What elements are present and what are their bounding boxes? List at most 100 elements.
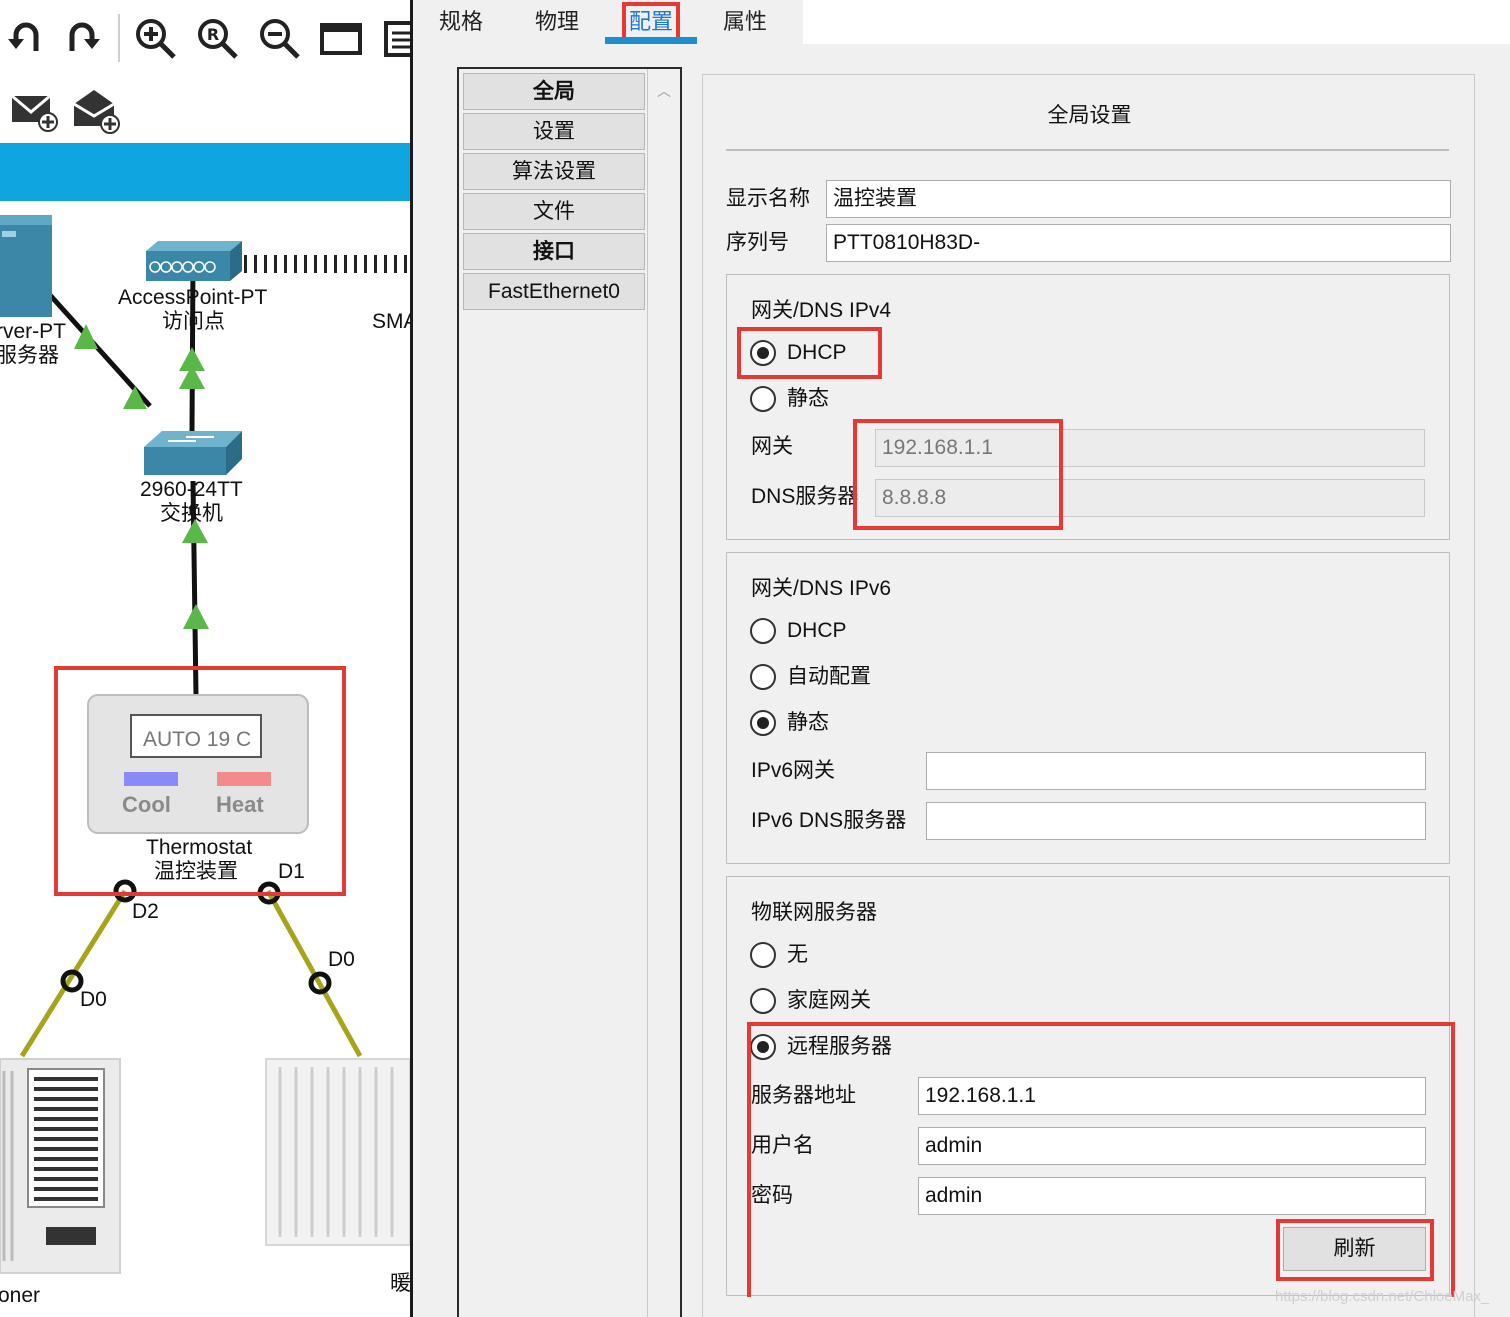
smartphone-label: SMA [372, 310, 410, 333]
tab-specs[interactable]: 规格 [439, 9, 484, 34]
switch-sublabel: 交换机 [160, 502, 223, 525]
ipv4-dhcp-radio[interactable] [750, 340, 776, 366]
air-conditioner-label: oner [0, 1284, 41, 1307]
palette-icon[interactable] [376, 10, 410, 66]
switch-label: 2960-24TT [140, 478, 243, 501]
thermostat-highlight [54, 666, 346, 896]
thermostat-sublabel: 温控装置 [154, 860, 238, 883]
refresh-button[interactable]: 刷新 [1283, 1227, 1426, 1271]
port-label-d1: D1 [278, 860, 305, 883]
zoom-in-icon[interactable] [130, 10, 180, 66]
ipv4-group: 网关/DNS IPv4 DHCP 静态 网关 192.168.1.1 DNS服务… [726, 274, 1450, 540]
ipv6-auto-label[interactable]: 自动配置 [787, 665, 871, 688]
watermark: https://blog.csdn.net/ChloeMax_ [1275, 1288, 1490, 1305]
panel-title: 全局设置 [1047, 104, 1132, 127]
scroll-up-icon[interactable]: ︿ [657, 83, 671, 99]
refresh-highlight [1276, 1219, 1434, 1281]
switch-device [144, 431, 242, 475]
sidenav-scrollbar[interactable] [647, 69, 680, 1317]
topology-canvas[interactable] [0, 201, 410, 1317]
iot-remote-server-radio[interactable] [750, 1034, 776, 1060]
global-settings-panel: 全局设置 显示名称 温控装置 序列号 PTT0810H83D- 网关/DNS I… [702, 74, 1475, 1317]
serial-field[interactable]: PTT0810H83D- [826, 224, 1451, 262]
server-device [0, 215, 52, 317]
nav-global[interactable]: 全局 [463, 73, 645, 110]
ipv4-gateway-label: 网关 [751, 435, 793, 458]
ipv4-static-radio[interactable] [750, 386, 776, 412]
ipv4-title: 网关/DNS IPv4 [751, 299, 892, 322]
nav-fastethernet0[interactable]: FastEthernet0 [463, 273, 645, 310]
topology-workspace[interactable]: R [0, 0, 410, 1317]
iot-remote-server-label[interactable]: 远程服务器 [787, 1035, 892, 1058]
ipv4-gateway-field[interactable]: 192.168.1.1 [875, 429, 1425, 467]
ipv6-dns-label: IPv6 DNS服务器 [751, 809, 907, 832]
window-icon[interactable] [316, 10, 366, 66]
config-sidenav: 全局 设置 算法设置 文件 接口 FastEthernet0 ︿ [457, 67, 682, 1317]
server-address-field[interactable]: 192.168.1.1 [918, 1077, 1426, 1115]
ipv6-auto-radio[interactable] [750, 664, 776, 690]
tab-strip-blank [803, 0, 1510, 44]
ipv6-static-radio[interactable] [750, 710, 776, 736]
server-address-label: 服务器地址 [751, 1084, 856, 1107]
ipv6-group: 网关/DNS IPv6 DHCP 自动配置 静态 IPv6网关 IPv6 DNS… [726, 552, 1450, 864]
ipv6-gateway-label: IPv6网关 [751, 759, 836, 782]
furnace-device [265, 1058, 410, 1246]
nav-files[interactable]: 文件 [463, 193, 645, 230]
username-field[interactable]: admin [918, 1127, 1426, 1165]
zoom-reset-icon[interactable]: R [192, 10, 242, 66]
iot-none-label[interactable]: 无 [787, 943, 808, 966]
add-simple-pdu-icon[interactable] [8, 82, 58, 138]
iot-home-gateway-radio[interactable] [750, 988, 776, 1014]
ipv4-static-label[interactable]: 静态 [787, 387, 829, 410]
tab-config[interactable]: 配置 [605, 0, 698, 44]
nav-interface-header: 接口 [463, 233, 645, 270]
iot-server-group: 物联网服务器 无 家庭网关 远程服务器 服务器地址 192.168.1.1 用户… [726, 876, 1455, 1297]
ap-sublabel: 访问点 [162, 310, 225, 333]
server-label: rver-PT [0, 320, 66, 343]
serial-label: 序列号 [726, 231, 789, 254]
password-field[interactable]: admin [918, 1177, 1426, 1215]
tab-physical[interactable]: 物理 [535, 9, 580, 34]
dhcp-highlight [737, 327, 882, 379]
ap-label: AccessPoint-PT [118, 286, 268, 309]
add-complex-pdu-icon[interactable] [70, 82, 120, 138]
tab-attributes[interactable]: 属性 [723, 9, 768, 34]
port-label-d0-left: D0 [80, 988, 107, 1011]
ipv4-dns-label: DNS服务器 [751, 485, 859, 508]
furnace-sublabel: 暖 [390, 1272, 410, 1295]
undo-icon[interactable] [0, 10, 50, 66]
thermostat-device [87, 694, 309, 834]
thermostat-display: AUTO 19 C [143, 728, 252, 751]
port-label-d0-right: D0 [328, 948, 355, 971]
svg-text:R: R [207, 25, 219, 44]
remote-server-highlight [747, 1022, 1455, 1297]
ipv4-dhcp-label[interactable]: DHCP [787, 341, 847, 364]
iot-none-radio[interactable] [750, 942, 776, 968]
display-name-field[interactable]: 温控装置 [826, 180, 1451, 218]
ipv6-dhcp-radio[interactable] [750, 618, 776, 644]
password-label: 密码 [751, 1184, 793, 1207]
port-label-d2: D2 [132, 900, 159, 923]
ipv4-dns-field[interactable]: 8.8.8.8 [875, 479, 1425, 517]
nav-settings[interactable]: 设置 [463, 113, 645, 150]
access-point-device [146, 241, 242, 281]
ipv6-gateway-field[interactable] [926, 752, 1426, 790]
thermostat-heat-label: Heat [216, 792, 264, 817]
display-name-label: 显示名称 [726, 187, 810, 210]
nav-algorithm-settings[interactable]: 算法设置 [463, 153, 645, 190]
redo-icon[interactable] [58, 10, 108, 66]
toolbar-separator [118, 14, 120, 62]
zoom-out-icon[interactable] [254, 10, 304, 66]
username-label: 用户名 [751, 1134, 814, 1157]
device-config-window: 规格 物理 配置 属性 全局 设置 算法设置 文件 接口 FastEtherne… [413, 0, 1510, 1317]
gateway-dns-highlight [853, 419, 1063, 530]
iot-home-gateway-label[interactable]: 家庭网关 [787, 989, 871, 1012]
thermostat-cool-label: Cool [122, 792, 171, 817]
workspace-bar [0, 143, 410, 201]
ipv6-dhcp-label[interactable]: DHCP [787, 619, 847, 642]
panel-divider[interactable] [410, 0, 413, 1317]
server-sublabel: 服务器 [0, 344, 59, 367]
ipv6-static-label[interactable]: 静态 [787, 711, 829, 734]
tab-bar: 规格 物理 配置 属性 [413, 0, 793, 44]
ipv6-dns-field[interactable] [926, 802, 1426, 840]
